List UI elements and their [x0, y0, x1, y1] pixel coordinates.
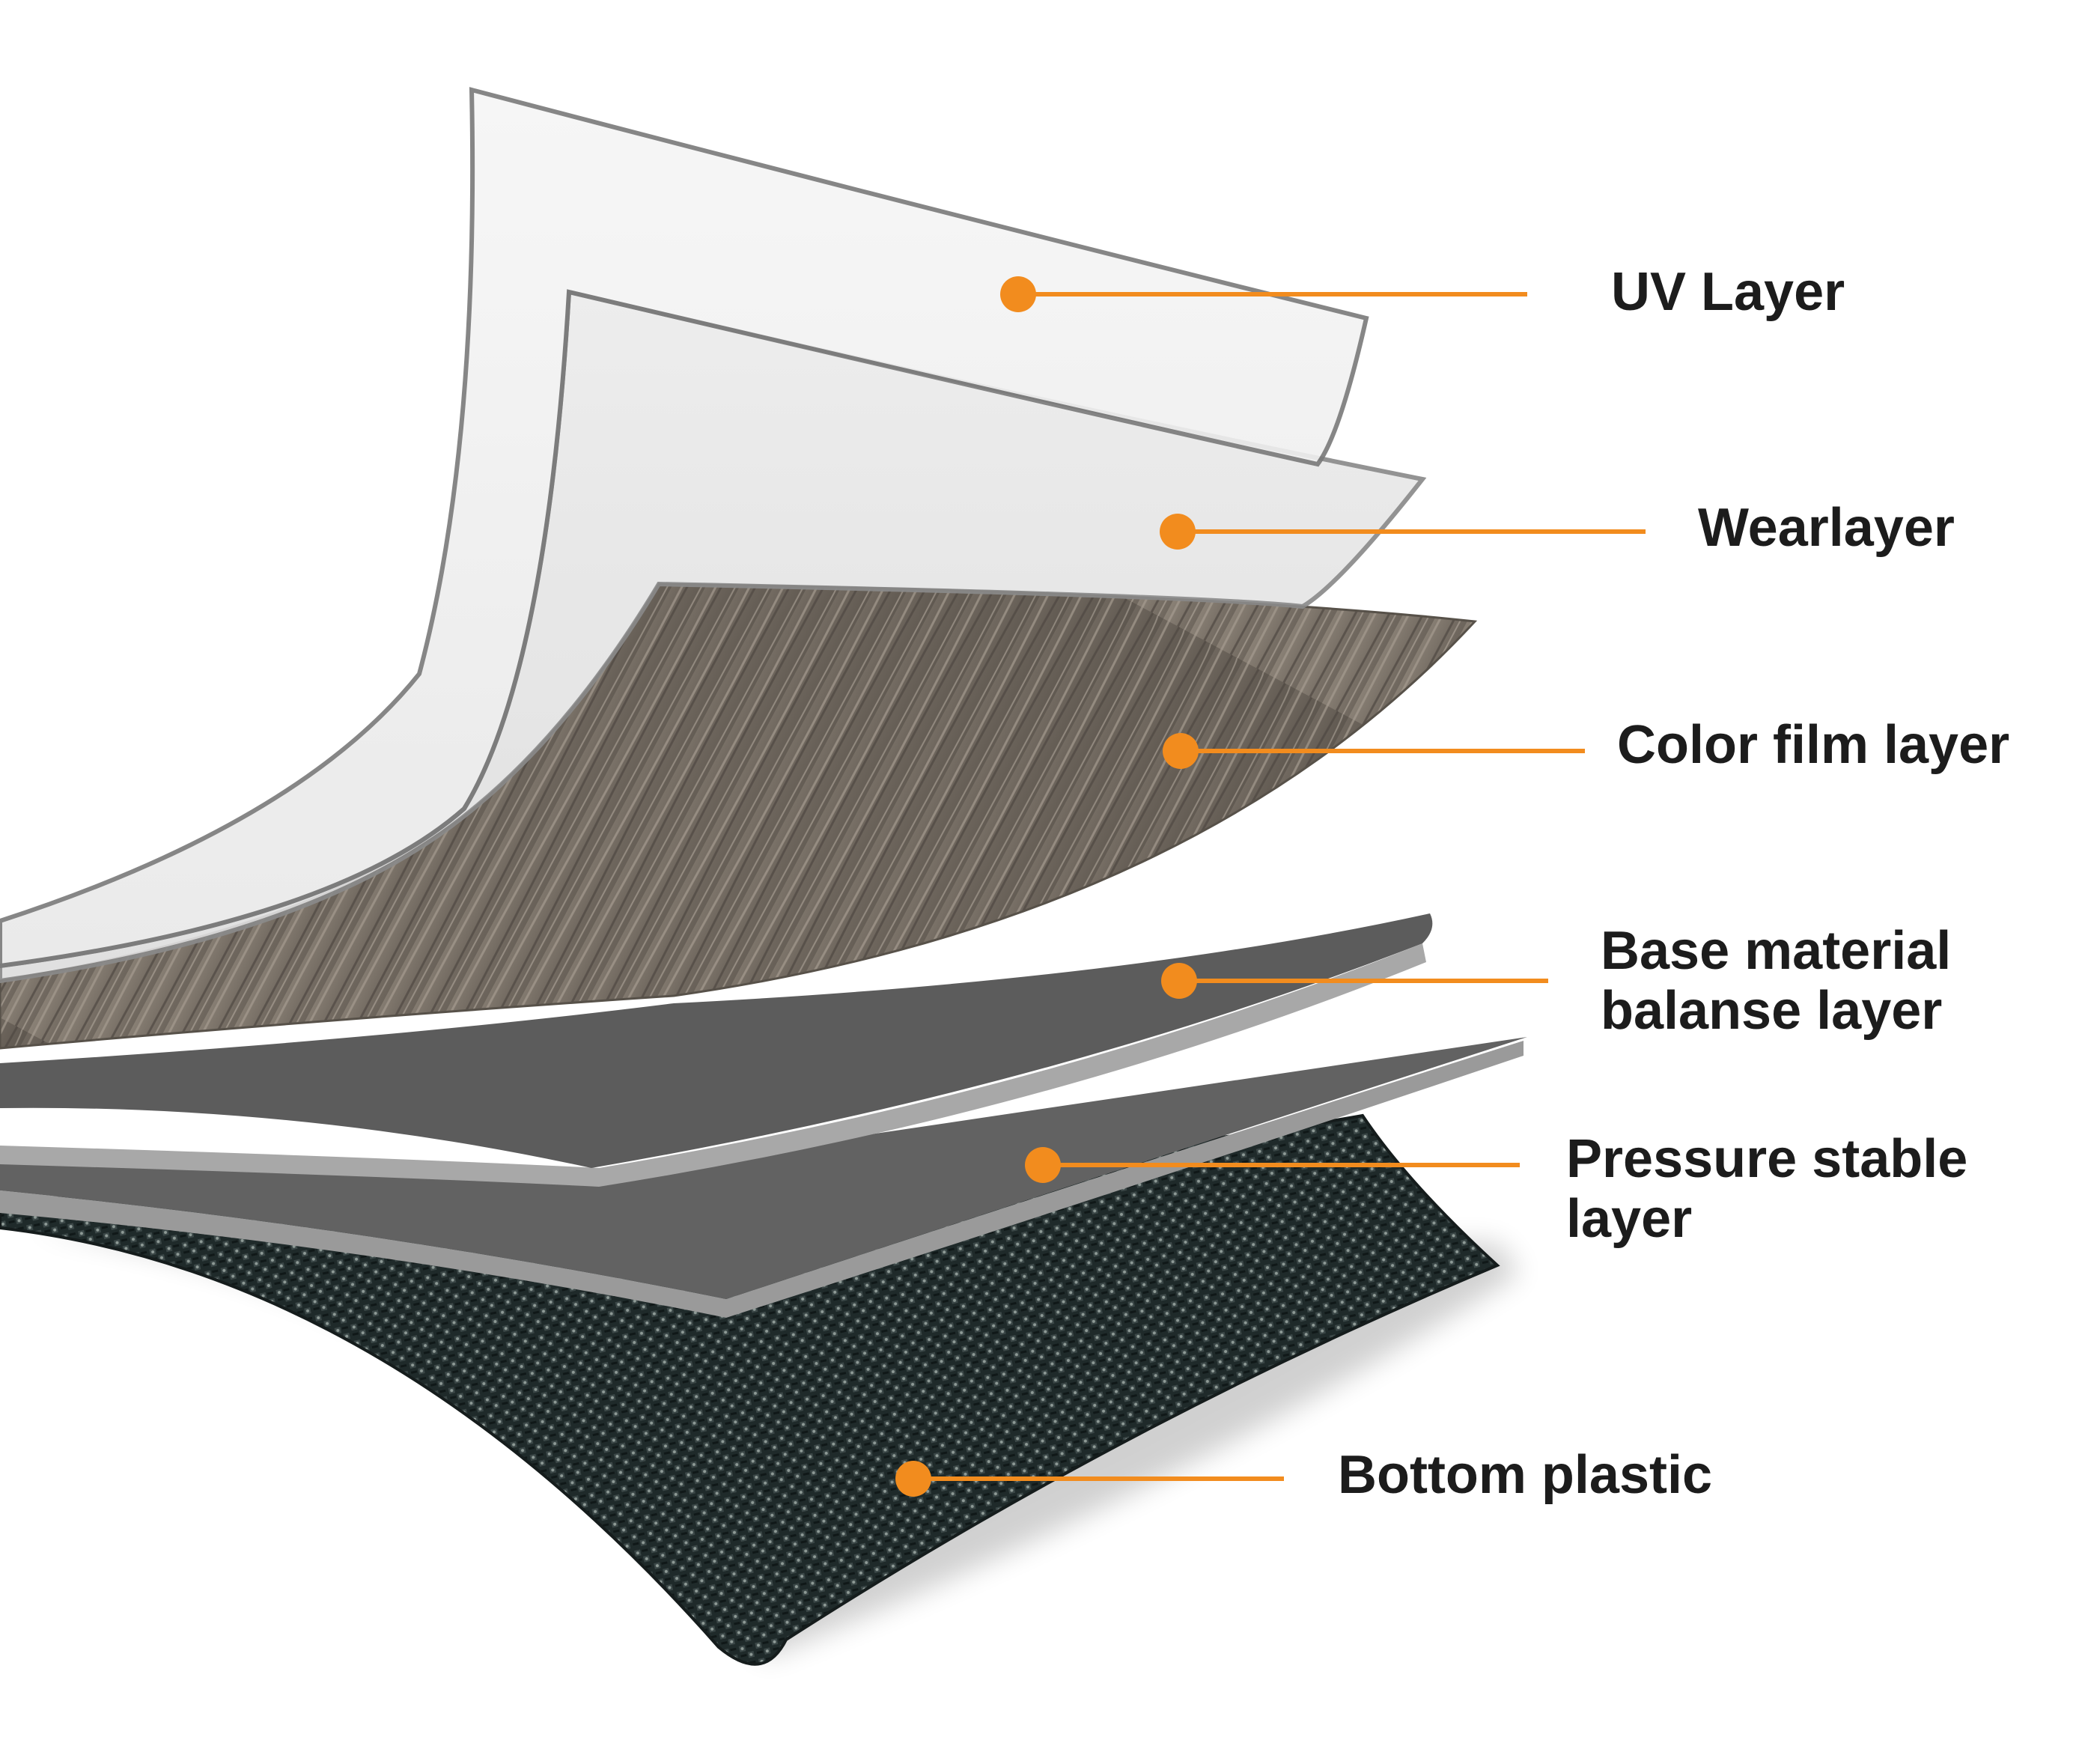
label-pressure-stable-line2: layer — [1566, 1189, 1693, 1249]
leader-dot-base — [1161, 963, 1197, 999]
label-pressure-stable: Pressure stable layer — [1566, 1129, 1967, 1249]
label-bottom-plastic-line1: Bottom plastic — [1338, 1445, 1713, 1505]
label-bottom-plastic: Bottom plastic — [1338, 1445, 1712, 1505]
label-color-film-line1: Color film layer — [1617, 715, 2010, 775]
label-wearlayer: Wearlayer — [1698, 498, 1955, 558]
label-wearlayer-line1: Wearlayer — [1698, 498, 1955, 558]
label-pressure-stable-line1: Pressure stable — [1566, 1129, 1968, 1189]
label-uv-layer-line1: UV Layer — [1611, 262, 1845, 322]
label-uv-layer: UV Layer — [1611, 262, 1845, 322]
leader-dot-wear — [1160, 514, 1196, 550]
pressure-stable-top — [0, 1037, 1527, 1299]
label-color-film-layer: Color film layer — [1617, 715, 2009, 775]
leader-dot-color — [1163, 733, 1199, 769]
base-material-edge — [0, 943, 1426, 1187]
leader-dot-bottom — [895, 1461, 931, 1497]
label-base-material-line1: Base material — [1601, 921, 1952, 981]
base-material-layer — [0, 913, 1433, 1168]
leader-lines — [895, 276, 1646, 1497]
label-base-material: Base material balanse layer — [1601, 921, 1951, 1041]
label-base-material-line2: balanse layer — [1601, 981, 1943, 1041]
leader-dot-uv — [1000, 276, 1036, 312]
leader-dot-pressure — [1025, 1147, 1061, 1183]
pressure-stable-layer — [0, 1041, 1524, 1318]
